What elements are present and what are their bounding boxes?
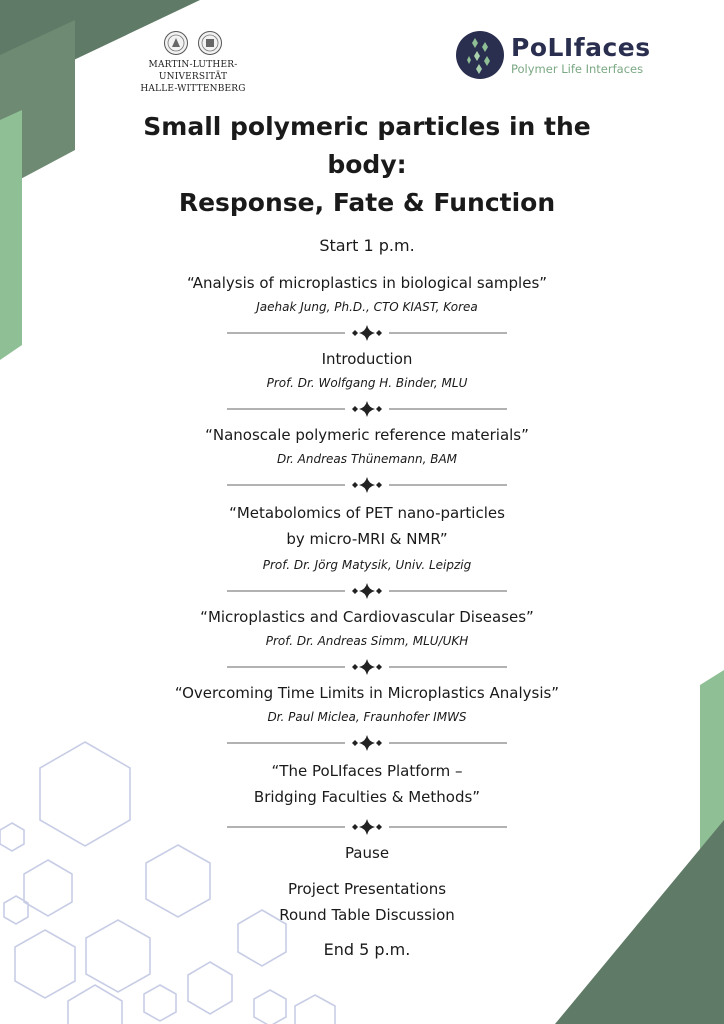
divider-icon: [227, 819, 507, 835]
talk-title: by micro-MRI & NMR”: [286, 530, 448, 548]
speaker-name: Prof. Dr. Jörg Matysik, Univ. Leipzig: [262, 558, 472, 572]
end-time: End 5 p.m.: [323, 940, 411, 959]
program-item: “Nanoscale polymeric reference materials…: [112, 424, 622, 468]
talk-title: Introduction: [321, 350, 413, 368]
brand-name: PoLIfaces: [511, 33, 651, 62]
talk-title: Round Table Discussion: [279, 906, 455, 924]
talk-title: “Overcoming Time Limits in Microplastics…: [174, 684, 560, 702]
talk-title: Pause: [344, 844, 390, 862]
divider-icon: [227, 583, 507, 599]
university-name-line-2: HALLE-WITTENBERG: [140, 84, 246, 94]
section-divider: [227, 656, 507, 678]
program-item: “Microplastics and Cardiovascular Diseas…: [112, 606, 622, 650]
speaker-name: Prof. Dr. Wolfgang H. Binder, MLU: [266, 376, 468, 390]
talk-title: Bridging Faculties & Methods”: [253, 788, 481, 806]
polifaces-mark-icon: [456, 31, 504, 79]
talk-title: “Nanoscale polymeric reference materials…: [205, 426, 529, 444]
hexagon-pattern: [0, 741, 336, 1024]
page-title: Small polymeric particles in the body: R…: [112, 108, 622, 222]
program-item: “Analysis of microplastics in biological…: [112, 272, 622, 316]
talk-title: “Microplastics and Cardiovascular Diseas…: [200, 608, 534, 626]
program-list: “Analysis of microplastics in biological…: [112, 256, 622, 928]
divider-icon: [227, 401, 507, 417]
section-divider: [227, 322, 507, 344]
program-item: “Metabolomics of PET nano-particles by mi…: [112, 500, 622, 574]
speaker-name: Prof. Dr. Andreas Simm, MLU/UKH: [265, 634, 469, 648]
section-divider: [227, 474, 507, 496]
seal-icon: [164, 31, 188, 55]
divider-icon: [227, 735, 507, 751]
section-divider: [227, 580, 507, 602]
section-divider: [227, 398, 507, 420]
speaker-name: Jaehak Jung, Ph.D., CTO KIAST, Korea: [256, 300, 478, 314]
program-item: “The PoLIfaces Platform – Bridging Facult…: [112, 758, 622, 810]
section-divider: [227, 816, 507, 838]
talk-title: Project Presentations: [287, 880, 447, 898]
divider-icon: [227, 477, 507, 493]
talk-title: “The PoLIfaces Platform –: [271, 762, 463, 780]
program-item: “Overcoming Time Limits in Microplastics…: [112, 682, 622, 726]
corner-bottom-shape: [555, 820, 724, 1024]
program-content: Small polymeric particles in the body: R…: [112, 108, 622, 959]
polifaces-logo: PoLIfaces Polymer Life Interfaces: [455, 30, 651, 80]
speaker-name: Dr. Andreas Thünemann, BAM: [276, 452, 458, 466]
divider-icon: [227, 325, 507, 341]
title-line: Response, Fate & Function: [178, 188, 556, 217]
brand-tagline: Polymer Life Interfaces: [511, 62, 644, 76]
left-green-bar: [0, 110, 22, 360]
university-name-line-1: MARTIN-LUTHER-UNIVERSITÄT: [148, 60, 238, 82]
talk-title: “Analysis of microplastics in biological…: [186, 274, 548, 292]
speaker-name: Dr. Paul Miclea, Fraunhofer IMWS: [267, 710, 467, 724]
start-time: Start 1 p.m.: [319, 236, 415, 255]
seal-icon: [198, 31, 222, 55]
program-item: Pause: [112, 842, 622, 864]
divider-icon: [227, 659, 507, 675]
university-logo: MARTIN-LUTHER-UNIVERSITÄT HALLE-WITTENBE…: [118, 30, 268, 95]
section-divider: [227, 732, 507, 754]
title-line: Small polymeric particles in the body:: [143, 112, 591, 179]
talk-title: “Metabolomics of PET nano-particles: [229, 504, 505, 522]
university-seals: [118, 30, 268, 56]
